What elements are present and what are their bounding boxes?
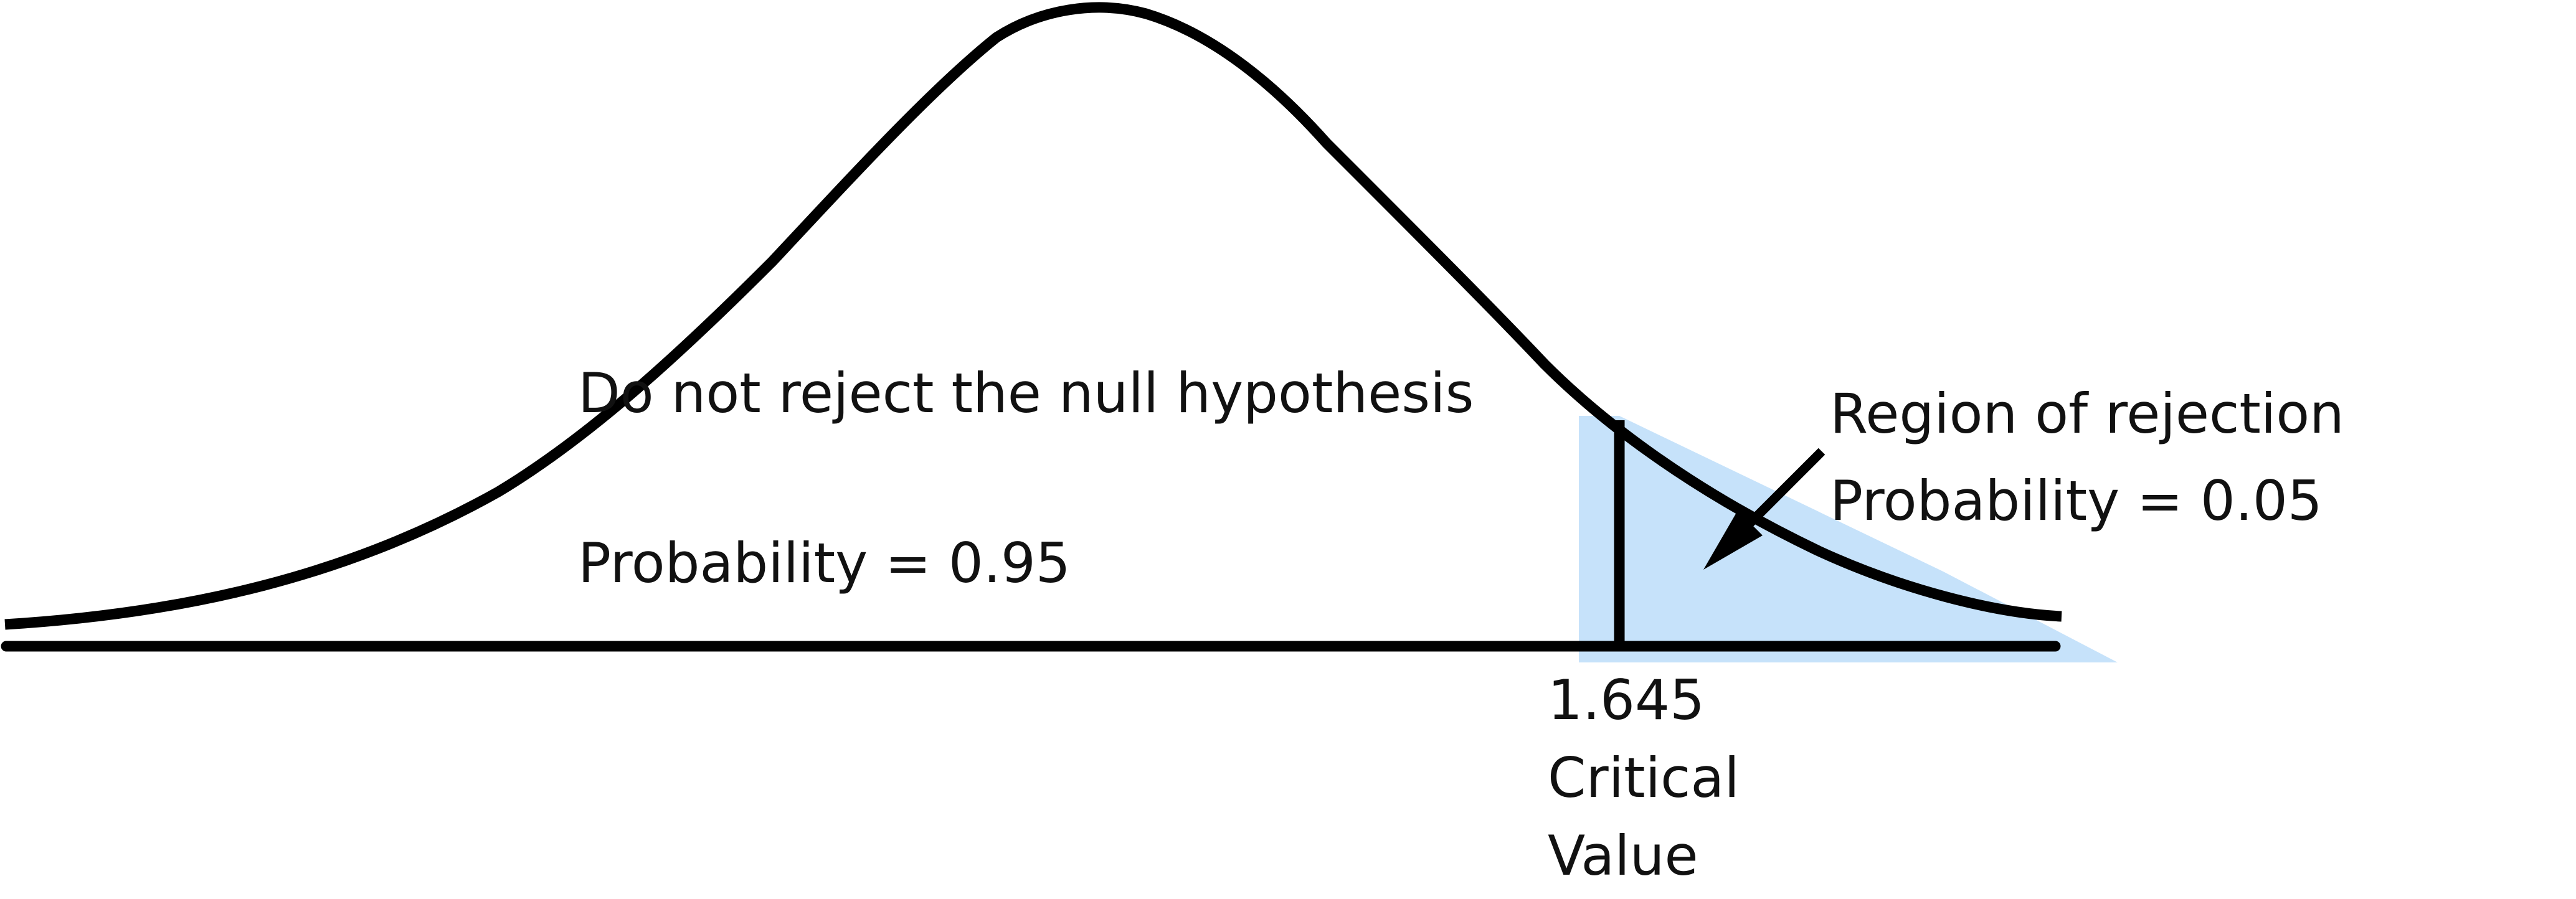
accept-probability-label: Probability = 0.95 [578,531,1071,595]
critical-value-word-1: Critical [1548,746,1740,810]
reject-region-label: Region of rejection [1830,382,2344,446]
critical-value-number: 1.645 [1548,668,1705,732]
arrow-head-icon [1703,511,1763,570]
critical-value-word-2: Value [1548,824,1698,888]
accept-region-label: Do not reject the null hypothesis [578,361,1474,425]
rejection-region-shading [1579,416,2118,662]
reject-probability-label: Probability = 0.05 [1830,469,2323,533]
bell-curve [4,2,2062,630]
